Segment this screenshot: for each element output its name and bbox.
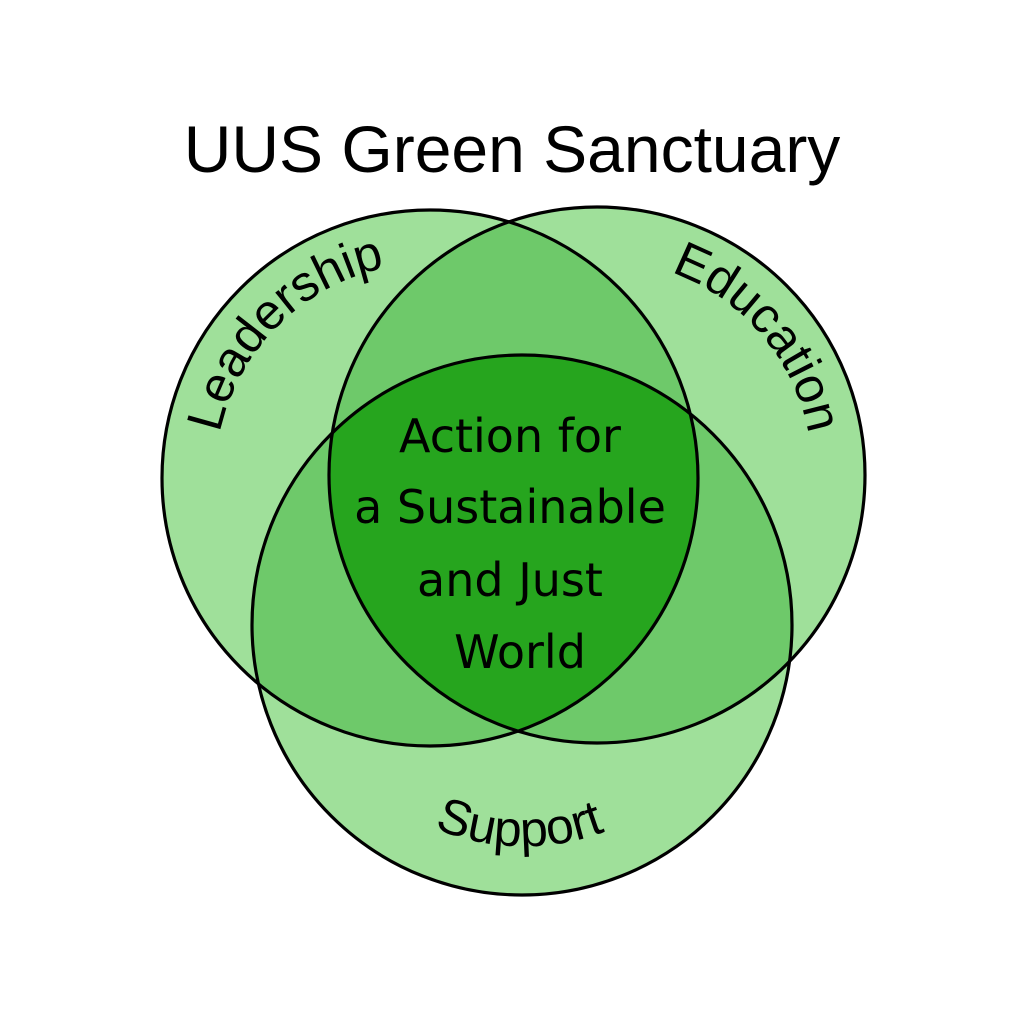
diagram-title: UUS Green Sanctuary (184, 112, 841, 186)
center-line-3: and Just (417, 553, 603, 607)
circle-leadership-outline (160, 208, 700, 748)
center-line-2: a Sustainable (354, 480, 666, 534)
circle-support-outline (250, 353, 794, 897)
center-line-1: Action for (399, 409, 621, 463)
circle-education-outline (327, 205, 867, 745)
overlap-all-three (329, 355, 698, 743)
center-text-block: Action for a Sustainable and Just World (354, 409, 666, 679)
center-line-4: World (454, 625, 586, 679)
